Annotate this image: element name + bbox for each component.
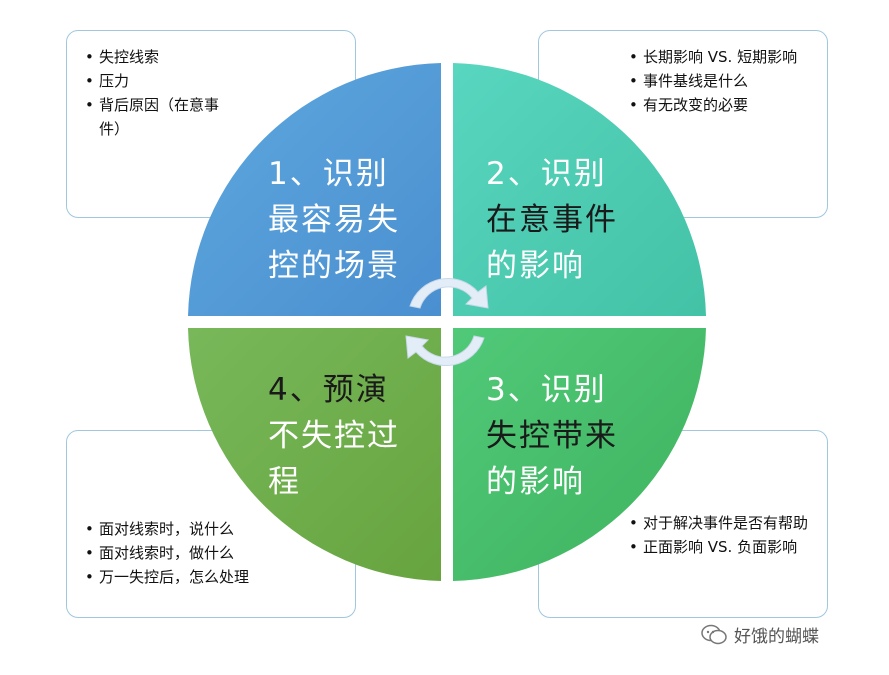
list-item: 压力 — [85, 69, 235, 93]
list-item: 面对线索时，做什么 — [85, 541, 335, 565]
list-item: 失控线索 — [85, 45, 235, 69]
note-list-bottom-left: 面对线索时，说什么 面对线索时，做什么 万一失控后，怎么处理 — [85, 517, 335, 589]
quadrant-2-line-1: 2、识别 — [486, 156, 607, 192]
list-item: 正面影响 VS. 负面影响 — [629, 535, 809, 559]
list-item: 对于解决事件是否有帮助 — [629, 511, 809, 535]
quadrant-2-line-3: 的影响 — [486, 248, 585, 284]
quadrant-1-line-2: 最容易失 — [268, 202, 400, 238]
quadrant-4-shape — [188, 328, 441, 581]
quadrant-4-line-2: 不失控过 — [268, 418, 400, 454]
note-list-bottom-right: 对于解决事件是否有帮助 正面影响 VS. 负面影响 — [629, 511, 809, 559]
cycle-arrows-icon — [405, 278, 489, 366]
quadrant-3-line-1: 3、识别 — [486, 372, 607, 408]
quadrant-2-line-2: 在意事件 — [486, 202, 618, 238]
quadrant-4-line-3: 程 — [268, 464, 301, 500]
quadrant-3-shape — [453, 328, 706, 581]
list-item: 万一失控后，怎么处理 — [85, 565, 335, 589]
watermark-label: 好饿的蝴蝶 — [734, 627, 819, 647]
quadrant-1-label: 1、识别 最容易失 控的场景 — [268, 156, 400, 284]
quadrant-1-line-3: 控的场景 — [268, 248, 400, 284]
quadrant-4-label: 4、预演 不失控过 程 — [268, 372, 400, 500]
note-list-top-right: 长期影响 VS. 短期影响 事件基线是什么 有无改变的必要 — [629, 45, 824, 117]
list-item: 事件基线是什么 — [629, 69, 824, 93]
quadrant-3-label: 3、识别 失控带来 的影响 — [486, 372, 618, 500]
quadrant-4-line-1: 4、预演 — [268, 372, 389, 408]
quadrant-1-shape — [188, 63, 441, 316]
quadrant-2-shape — [453, 63, 706, 316]
list-item: 有无改变的必要 — [629, 93, 824, 117]
note-list-top-left: 失控线索 压力 背后原因（在意事件） — [85, 45, 235, 141]
quadrant-3-line-3: 的影响 — [486, 464, 585, 500]
list-item: 背后原因（在意事件） — [85, 93, 235, 141]
list-item: 面对线索时，说什么 — [85, 517, 335, 541]
list-item: 长期影响 VS. 短期影响 — [629, 45, 824, 69]
chat-bubble-icon — [701, 624, 727, 644]
quadrant-1-line-1: 1、识别 — [268, 156, 389, 192]
quadrant-3-line-2: 失控带来 — [486, 418, 618, 454]
watermark: 好饿的蝴蝶 — [700, 622, 819, 647]
quadrant-2-label: 2、识别 在意事件 的影响 — [486, 156, 618, 284]
